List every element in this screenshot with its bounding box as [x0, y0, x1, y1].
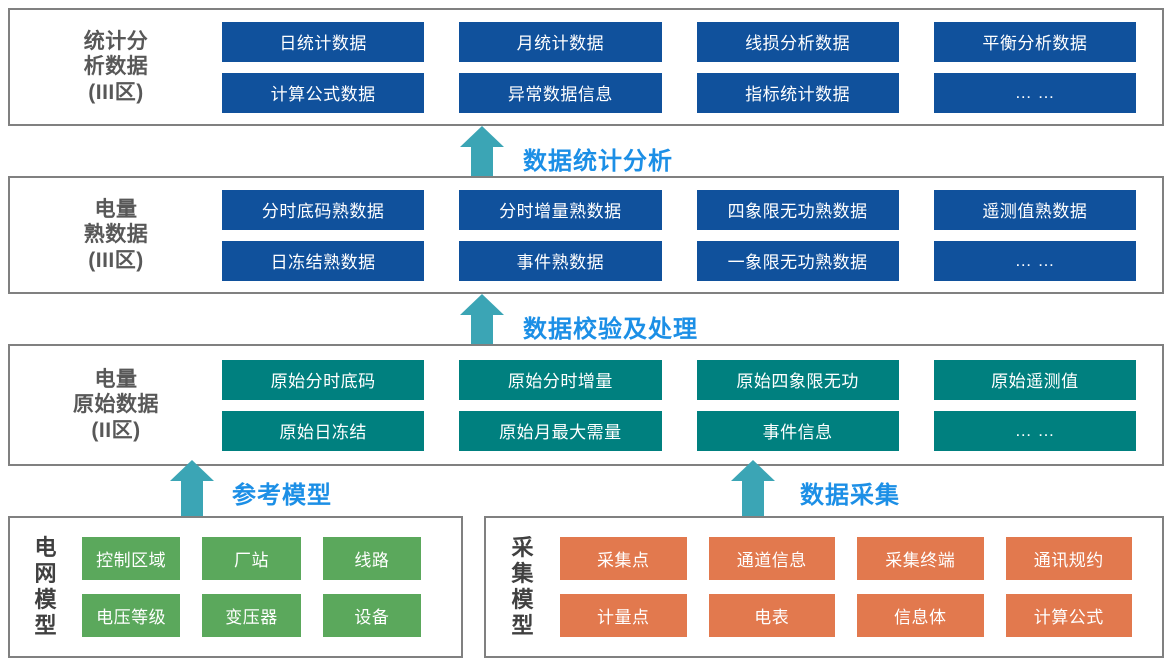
data-box[interactable]: 指标统计数据: [696, 72, 899, 113]
data-box[interactable]: 原始日冻结: [222, 410, 425, 451]
model-box-item[interactable]: 厂站: [202, 537, 301, 580]
model-label-grid-model: 电 网 模 型: [10, 535, 82, 639]
arrow-up-icon: [460, 294, 504, 350]
data-box[interactable]: 原始四象限无功: [696, 359, 899, 400]
arrow-up-icon: [170, 460, 214, 516]
connector-label: 数据校验及处理: [523, 316, 698, 343]
band-label-line: 原始数据: [73, 393, 159, 417]
data-box[interactable]: 异常数据信息: [459, 72, 662, 113]
data-box[interactable]: 分时增量熟数据: [459, 189, 662, 230]
model-box-item[interactable]: 采集点: [560, 537, 687, 580]
data-box[interactable]: … …: [933, 240, 1136, 281]
band-grid: 原始分时底码 原始分时增量 原始四象限无功 原始遥测值 原始日冻结 原始月最大需…: [222, 359, 1162, 451]
band-label-statistics-analysis-data: 统计分 析数据 (III区): [10, 29, 222, 106]
model-box-item[interactable]: 电表: [708, 594, 835, 637]
band-label-line: 电量: [94, 367, 138, 391]
arrow-up-icon: [460, 126, 504, 182]
model-label-char: 模: [511, 587, 535, 612]
band-label-line: (III区): [88, 80, 144, 104]
data-box[interactable]: 月统计数据: [459, 21, 662, 62]
band-label-line: 析数据: [83, 55, 149, 79]
connector-label: 数据采集: [800, 482, 900, 509]
model-box-grid-model: 电 网 模 型 控制区域 厂站 线路 电压等级 变压器 设备: [8, 516, 463, 658]
data-box[interactable]: … …: [933, 72, 1136, 113]
model-label-char: 采: [511, 535, 535, 561]
data-box[interactable]: 日冻结熟数据: [222, 240, 425, 281]
band-label-line: (III区): [88, 248, 144, 272]
data-box[interactable]: 线损分析数据: [696, 21, 899, 62]
model-box-item[interactable]: 变压器: [202, 594, 301, 637]
band-statistics-analysis-data: 统计分 析数据 (III区) 日统计数据 月统计数据 线损分析数据 平衡分析数据…: [8, 8, 1164, 126]
connector-data-validation-processing: 数据校验及处理: [0, 294, 1172, 350]
model-box-item[interactable]: 设备: [322, 594, 421, 637]
arrow-up-icon: [731, 460, 775, 516]
band-label-line: (II区): [91, 418, 141, 442]
model-label-char: 网: [34, 561, 58, 587]
data-box[interactable]: 平衡分析数据: [933, 21, 1136, 62]
data-box[interactable]: 原始遥测值: [933, 359, 1136, 400]
band-grid: 日统计数据 月统计数据 线损分析数据 平衡分析数据 计算公式数据 异常数据信息 …: [222, 21, 1162, 113]
model-box-item[interactable]: 信息体: [857, 594, 984, 637]
model-label-char: 集: [511, 561, 535, 587]
connector-label: 参考模型: [232, 482, 332, 509]
data-box[interactable]: 计算公式数据: [222, 72, 425, 113]
model-grid: 控制区域 厂站 线路 电压等级 变压器 设备: [82, 537, 461, 637]
connector-data-acquisition: 数据采集: [0, 460, 1172, 516]
model-box-item[interactable]: 通道信息: [708, 537, 835, 580]
band-power-cooked-data: 电量 熟数据 (III区) 分时底码熟数据 分时增量熟数据 四象限无功熟数据 遥…: [8, 176, 1164, 294]
data-box[interactable]: 原始分时底码: [222, 359, 425, 400]
connector-label: 数据统计分析: [523, 148, 673, 175]
data-box[interactable]: 四象限无功熟数据: [696, 189, 899, 230]
model-label-char: 模: [34, 587, 58, 612]
data-box[interactable]: 事件信息: [696, 410, 899, 451]
model-box-item[interactable]: 线路: [322, 537, 421, 580]
band-grid: 分时底码熟数据 分时增量熟数据 四象限无功熟数据 遥测值熟数据 日冻结熟数据 事…: [222, 189, 1162, 281]
connector-data-statistics-analysis: 数据统计分析: [0, 126, 1172, 182]
band-label-line: 熟数据: [83, 223, 149, 247]
model-box-item[interactable]: 电压等级: [82, 594, 181, 637]
data-box[interactable]: 事件熟数据: [459, 240, 662, 281]
band-label-power-raw-data: 电量 原始数据 (II区): [10, 367, 222, 444]
band-label-line: 统计分: [83, 29, 149, 53]
data-box[interactable]: 一象限无功熟数据: [696, 240, 899, 281]
model-label-acquisition-model: 采 集 模 型: [486, 535, 560, 639]
model-box-item[interactable]: 控制区域: [82, 537, 181, 580]
model-box-acquisition-model: 采 集 模 型 采集点 通道信息 采集终端 通讯规约 计量点 电表 信息体 计算…: [484, 516, 1164, 658]
model-label-char: 电: [34, 535, 58, 561]
data-box[interactable]: 日统计数据: [222, 21, 425, 62]
connector-reference-model: 参考模型: [0, 460, 1172, 516]
data-box[interactable]: 原始分时增量: [459, 359, 662, 400]
data-box[interactable]: 原始月最大需量: [459, 410, 662, 451]
model-label-char: 型: [511, 612, 535, 638]
model-box-item[interactable]: 通讯规约: [1005, 537, 1132, 580]
model-box-item[interactable]: 计算公式: [1005, 594, 1132, 637]
model-box-item[interactable]: 计量点: [560, 594, 687, 637]
data-box[interactable]: 分时底码熟数据: [222, 189, 425, 230]
band-power-raw-data: 电量 原始数据 (II区) 原始分时底码 原始分时增量 原始四象限无功 原始遥测…: [8, 344, 1164, 466]
band-label-power-cooked-data: 电量 熟数据 (III区): [10, 197, 222, 274]
data-box[interactable]: 遥测值熟数据: [933, 189, 1136, 230]
band-label-line: 电量: [94, 197, 138, 221]
model-label-char: 型: [34, 612, 58, 638]
model-box-item[interactable]: 采集终端: [857, 537, 984, 580]
data-box[interactable]: … …: [933, 410, 1136, 451]
model-grid: 采集点 通道信息 采集终端 通讯规约 计量点 电表 信息体 计算公式: [560, 537, 1162, 637]
